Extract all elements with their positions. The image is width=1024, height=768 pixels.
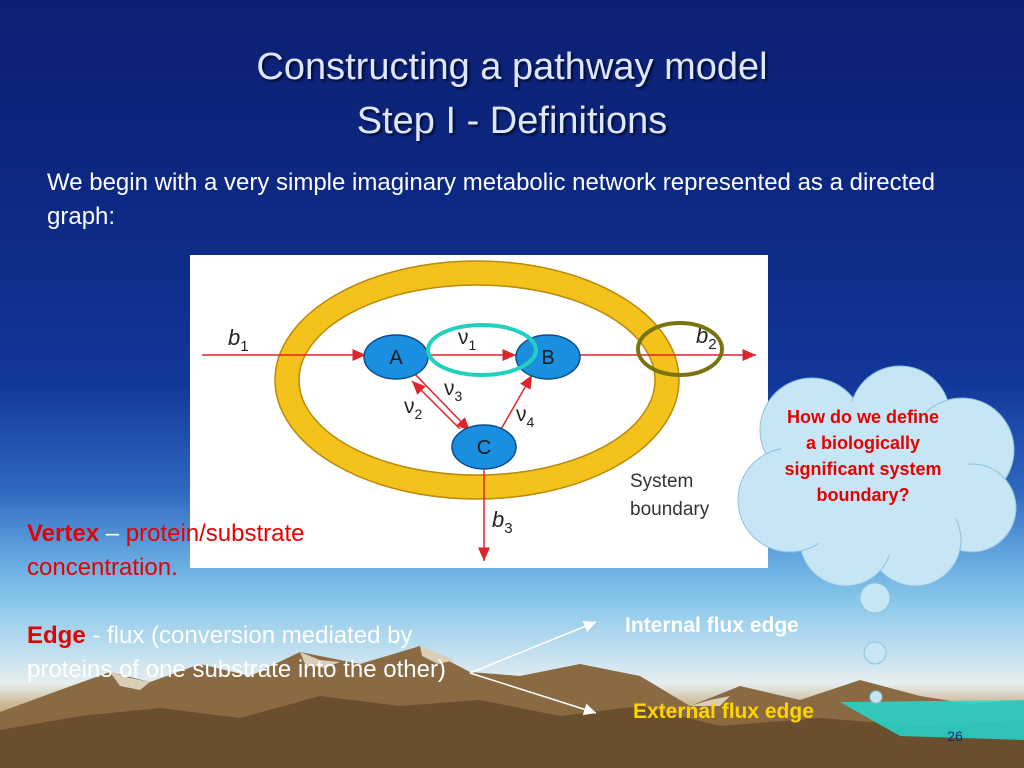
label-v1: ν1 [458,326,477,353]
edge-v4 [499,374,533,432]
node-c [451,424,517,470]
slide-title-line2: Step I - Definitions [356,100,668,142]
label-v2: ν2 [404,395,423,422]
node-c-label: C [477,437,491,459]
boundary-question: How do we define a biologically signific… [784,407,942,505]
edge-v3 [411,380,461,430]
vertex-definition: Vertex – protein/substrate concentration… [27,517,407,585]
boundary-label-line1: System [630,471,693,492]
thought-bubble-large [859,582,891,614]
edge-term: Edge [27,622,86,649]
system-boundary-ring [275,261,679,499]
slide-number: 26 [947,728,963,744]
boundary-label-line2: boundary [630,499,710,520]
edge-definition: Edge - flux (conversion mediated by prot… [27,619,497,687]
label-b1: b1 [228,325,249,355]
label-v3: ν3 [444,377,463,404]
thought-bubble-medium [863,641,887,665]
label-b3: b3 [492,507,513,537]
internal-flux-label: Internal flux edge [625,614,799,637]
thought-bubble-small [869,690,883,704]
vertex-term: Vertex [27,520,100,547]
internal-flux-highlight [426,323,538,377]
external-flux-label: External flux edge [633,700,814,723]
external-flux-highlight [636,321,724,377]
edge-description: - flux (conversion mediated by proteins … [27,622,446,683]
node-a-label: A [389,347,403,369]
node-b-label: B [541,347,554,369]
node-b [515,334,581,380]
slide-title-line1: Constructing a pathway model [256,46,768,88]
label-v4: ν4 [516,403,535,430]
vertex-dash: – [99,520,126,547]
intro-text: We begin with a very simple imaginary me… [47,169,935,230]
vertex-description: protein/substrate concentration. [27,520,305,581]
pathway-diagram: A B C b1 b2 b3 ν1 ν2 ν3 ν4 System bounda… [190,255,768,568]
